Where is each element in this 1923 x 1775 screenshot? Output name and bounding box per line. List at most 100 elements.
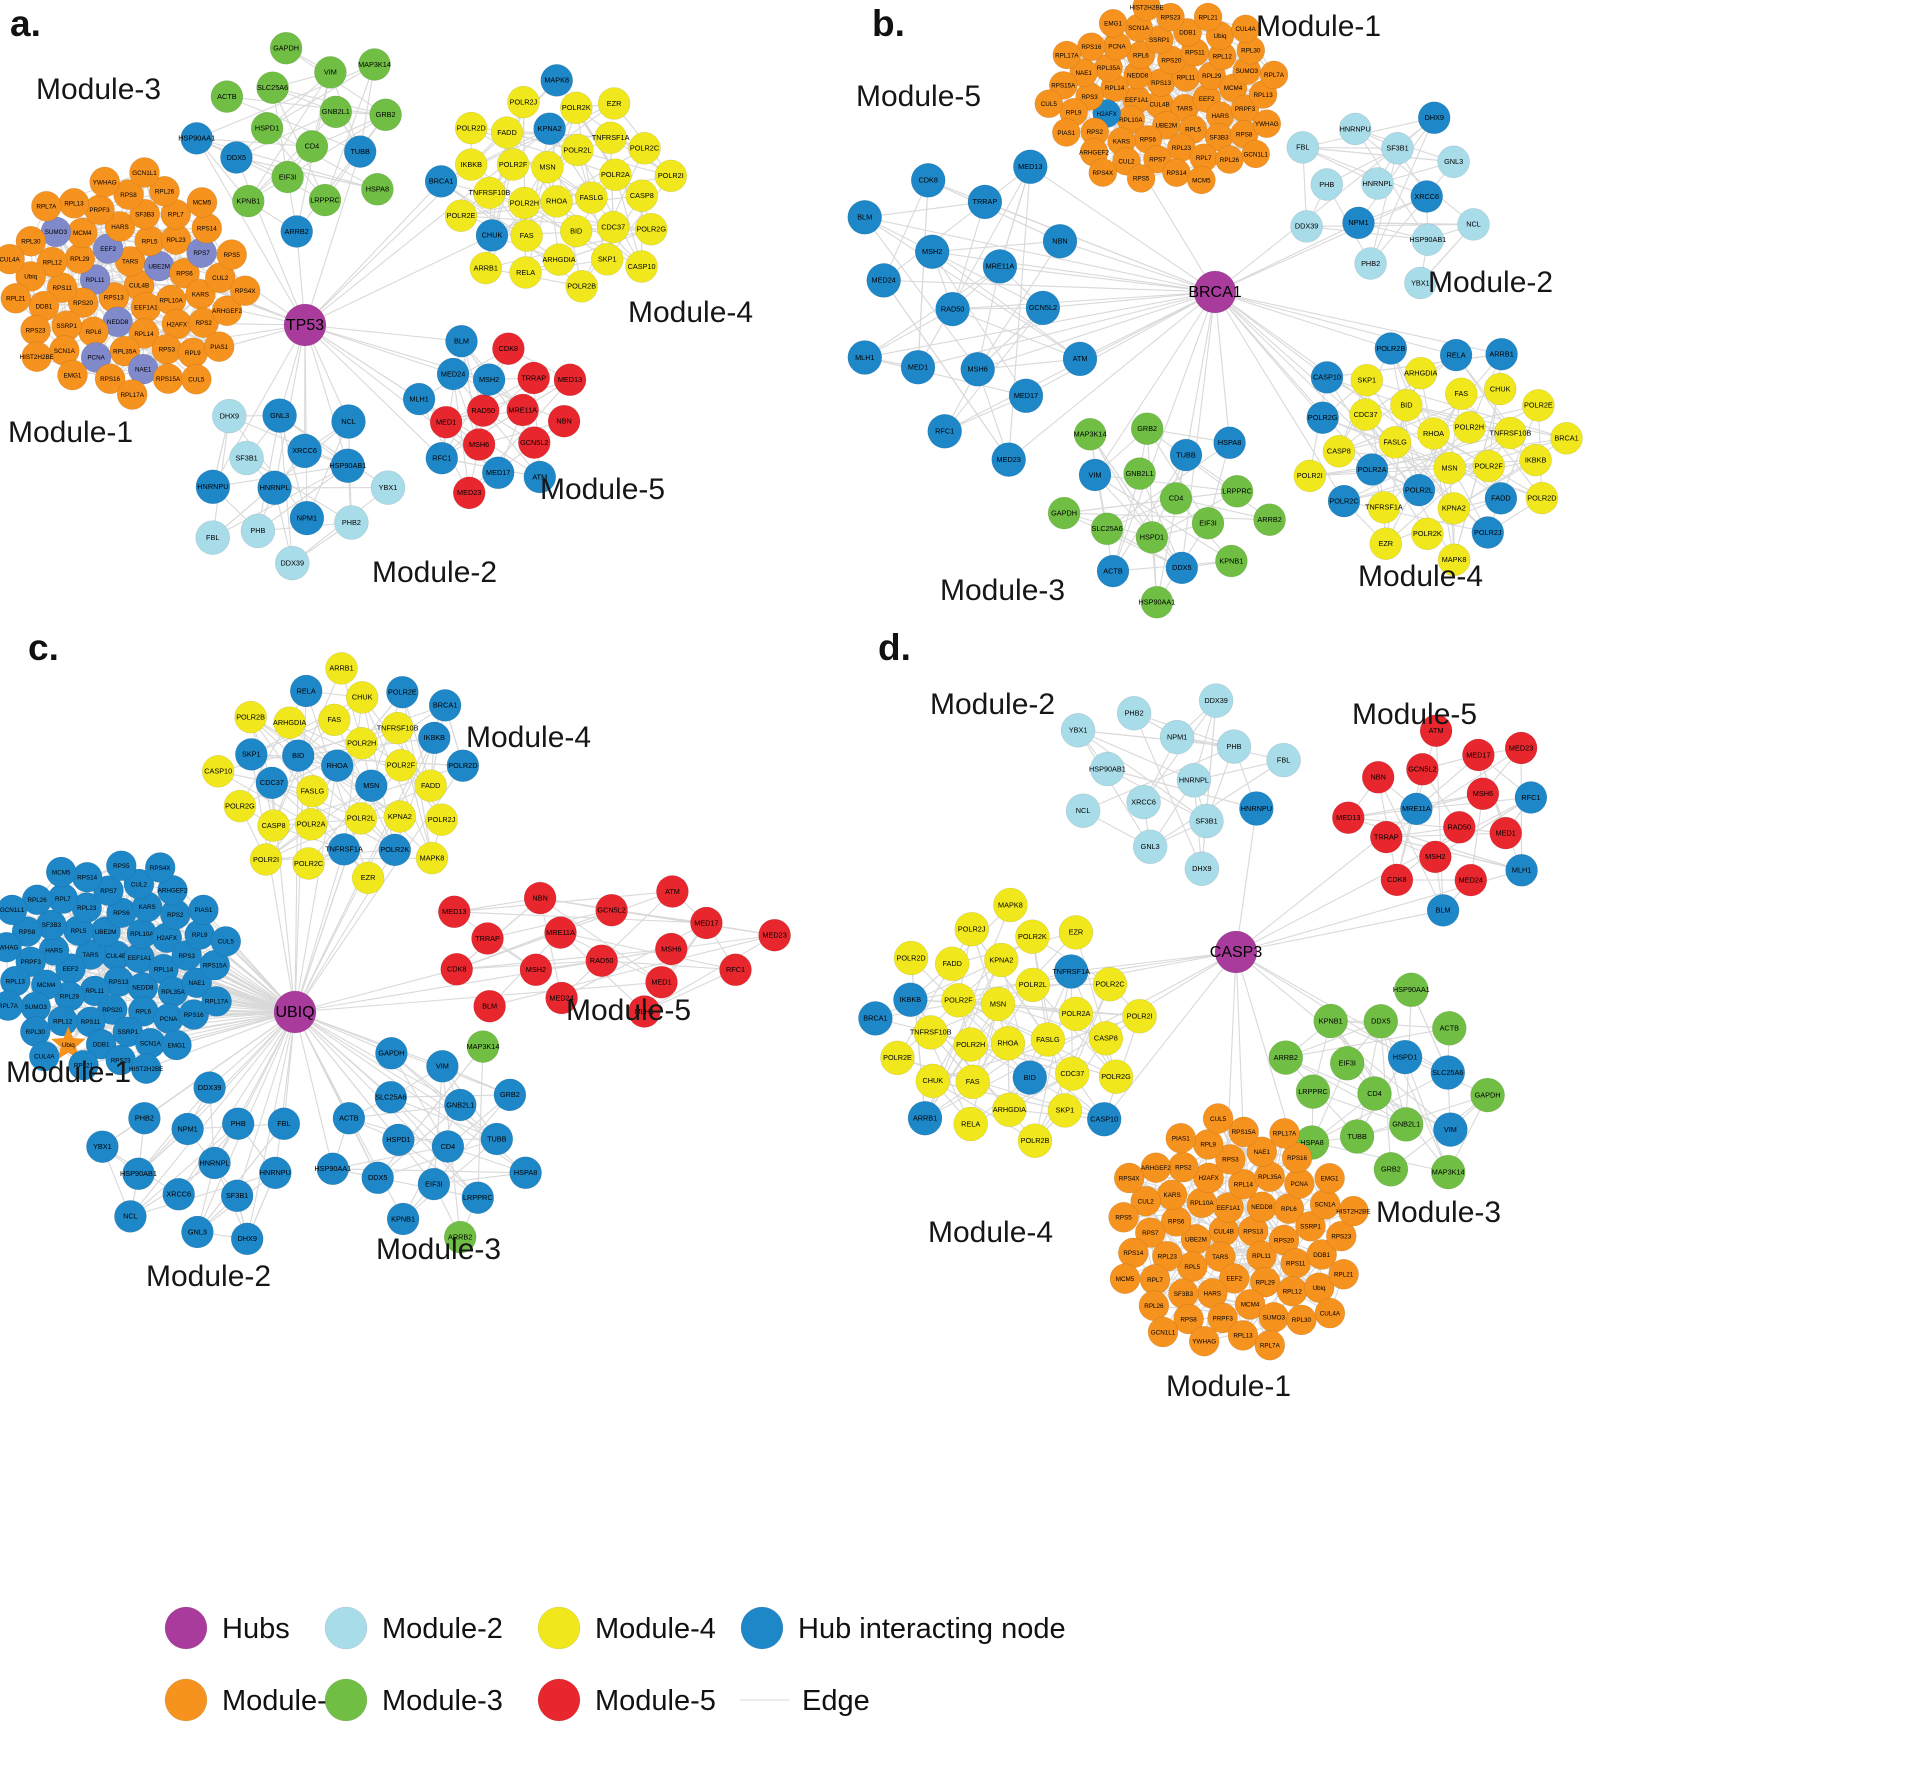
network-node[interactable]: ARHGDIA: [542, 243, 576, 276]
network-node[interactable]: POLR2I: [654, 159, 688, 193]
network-node[interactable]: POLR2A: [1355, 453, 1389, 486]
network-node[interactable]: FADD: [414, 769, 447, 802]
network-node[interactable]: BID: [281, 739, 315, 772]
network-node[interactable]: RPS5: [1126, 164, 1156, 193]
network-node[interactable]: NBN: [523, 881, 557, 915]
network-node[interactable]: GNB2L1: [444, 1088, 477, 1122]
network-node[interactable]: FBL: [267, 1107, 301, 1141]
network-node[interactable]: KPNB1: [232, 184, 265, 218]
network-node[interactable]: RELA: [509, 256, 542, 289]
network-node[interactable]: MED1: [1489, 816, 1522, 850]
network-node[interactable]: RPS4X: [1088, 158, 1118, 187]
network-node[interactable]: ACTB: [332, 1102, 366, 1135]
network-node[interactable]: POLR2B: [1017, 1123, 1053, 1158]
network-node[interactable]: ARRB1: [469, 251, 503, 285]
network-node[interactable]: MSH2: [472, 363, 506, 396]
network-node[interactable]: HSP90AA1: [178, 122, 215, 155]
network-node[interactable]: PHB2: [128, 1101, 161, 1135]
network-node[interactable]: PCNA: [1284, 1168, 1315, 1199]
network-node[interactable]: VIM: [1078, 458, 1112, 492]
network-node[interactable]: RPL12: [47, 1005, 78, 1037]
network-node[interactable]: CASP10: [201, 755, 235, 788]
network-node[interactable]: NPM1: [289, 500, 325, 536]
network-node[interactable]: POLR2K: [560, 91, 593, 125]
network-node[interactable]: POLR2K: [378, 833, 412, 867]
network-node[interactable]: YWHAG: [1188, 1325, 1220, 1357]
network-node[interactable]: MED1: [429, 405, 463, 439]
network-node[interactable]: FASLG: [575, 181, 608, 214]
network-node[interactable]: MLH1: [847, 340, 883, 375]
network-node[interactable]: TNFRSF1A: [325, 833, 363, 866]
network-node[interactable]: POLR2L: [1015, 967, 1051, 1003]
network-node[interactable]: ARHGDIA: [273, 706, 306, 739]
network-node[interactable]: BID: [1012, 1060, 1048, 1095]
network-node[interactable]: GAPDH: [375, 1037, 408, 1070]
network-node[interactable]: KARS: [1156, 1179, 1188, 1211]
network-node[interactable]: MED13: [1013, 149, 1048, 185]
network-node[interactable]: POLR2J: [954, 911, 989, 947]
network-node[interactable]: CD4: [1357, 1076, 1392, 1111]
network-node[interactable]: RPS11: [1280, 1247, 1311, 1279]
network-node[interactable]: RPL6: [78, 316, 109, 347]
network-node[interactable]: BLM: [1426, 894, 1460, 927]
network-node[interactable]: CUL5: [181, 364, 212, 395]
network-node[interactable]: TUBB: [343, 135, 377, 168]
network-node[interactable]: RPS15A: [1228, 1116, 1259, 1148]
network-node[interactable]: MED13: [438, 895, 471, 929]
network-node[interactable]: MSN: [531, 150, 564, 184]
network-node[interactable]: CUL4A: [1314, 1297, 1346, 1329]
network-node[interactable]: RELA: [289, 674, 323, 708]
network-node[interactable]: DDX39: [1198, 683, 1234, 718]
network-node[interactable]: RFC1: [719, 953, 752, 987]
network-node[interactable]: MED24: [436, 357, 470, 391]
network-node[interactable]: LRPPRC: [1220, 475, 1254, 508]
network-node[interactable]: TUBB: [1339, 1119, 1375, 1154]
network-node[interactable]: RFC1: [927, 414, 962, 449]
network-node[interactable]: MRE11A: [544, 916, 577, 949]
network-node[interactable]: GCN5L2: [518, 426, 551, 459]
network-node[interactable]: SKP1: [235, 738, 268, 771]
network-node[interactable]: CASP8: [1322, 435, 1356, 468]
network-node[interactable]: HSP90AB1: [1409, 223, 1446, 256]
network-node[interactable]: ARRB1: [907, 1100, 943, 1136]
network-node[interactable]: EIF3I: [417, 1167, 451, 1201]
network-node[interactable]: POLR2F: [941, 983, 976, 1018]
network-node[interactable]: EZR: [597, 87, 631, 120]
network-node[interactable]: FADD: [490, 116, 524, 149]
network-node[interactable]: CDK8: [440, 953, 473, 986]
network-node[interactable]: CASP10: [625, 250, 658, 283]
network-node[interactable]: PHB: [1216, 729, 1252, 764]
network-node[interactable]: EMG1: [1314, 1162, 1345, 1194]
network-node[interactable]: MLH1: [402, 382, 436, 416]
network-node[interactable]: POLR2G: [223, 789, 257, 823]
network-node[interactable]: RPL7A: [31, 191, 62, 222]
network-node[interactable]: GRB2: [1130, 412, 1164, 445]
network-node[interactable]: CASP10: [1086, 1101, 1122, 1137]
network-node[interactable]: MCM5: [1187, 165, 1216, 195]
network-node[interactable]: EMG1: [1098, 9, 1128, 38]
network-node[interactable]: CDK8: [910, 163, 946, 198]
network-node[interactable]: BRCA1: [424, 165, 458, 198]
network-node[interactable]: POLR2H: [1453, 411, 1486, 444]
network-node[interactable]: ARRB2: [1268, 1040, 1304, 1075]
network-node[interactable]: RPS4X: [144, 852, 176, 883]
network-node[interactable]: NPM1: [1342, 206, 1375, 240]
network-node[interactable]: RPL9: [177, 337, 209, 369]
network-node[interactable]: VIM: [314, 56, 347, 89]
network-node[interactable]: NPM1: [1159, 719, 1195, 755]
network-node[interactable]: CHUK: [475, 219, 509, 252]
network-node[interactable]: CDC37: [1349, 398, 1382, 431]
network-node[interactable]: ATM: [656, 875, 689, 908]
network-node[interactable]: GNB2L1: [1388, 1107, 1424, 1142]
network-node[interactable]: RPS4X: [1113, 1162, 1145, 1194]
network-node[interactable]: ACTB: [1432, 1011, 1467, 1046]
network-node[interactable]: KPNA2: [383, 800, 417, 833]
network-node[interactable]: IKBKB: [1519, 443, 1552, 477]
network-node[interactable]: MRE11A: [982, 249, 1018, 284]
network-node[interactable]: ACTB: [1096, 554, 1130, 588]
network-node[interactable]: ARHGEF2: [1140, 1152, 1171, 1183]
network-node[interactable]: BID: [559, 214, 593, 248]
network-node[interactable]: CD4: [1159, 482, 1193, 515]
network-node[interactable]: POLR2G: [634, 212, 668, 246]
network-node[interactable]: LRPPRC: [308, 183, 342, 217]
